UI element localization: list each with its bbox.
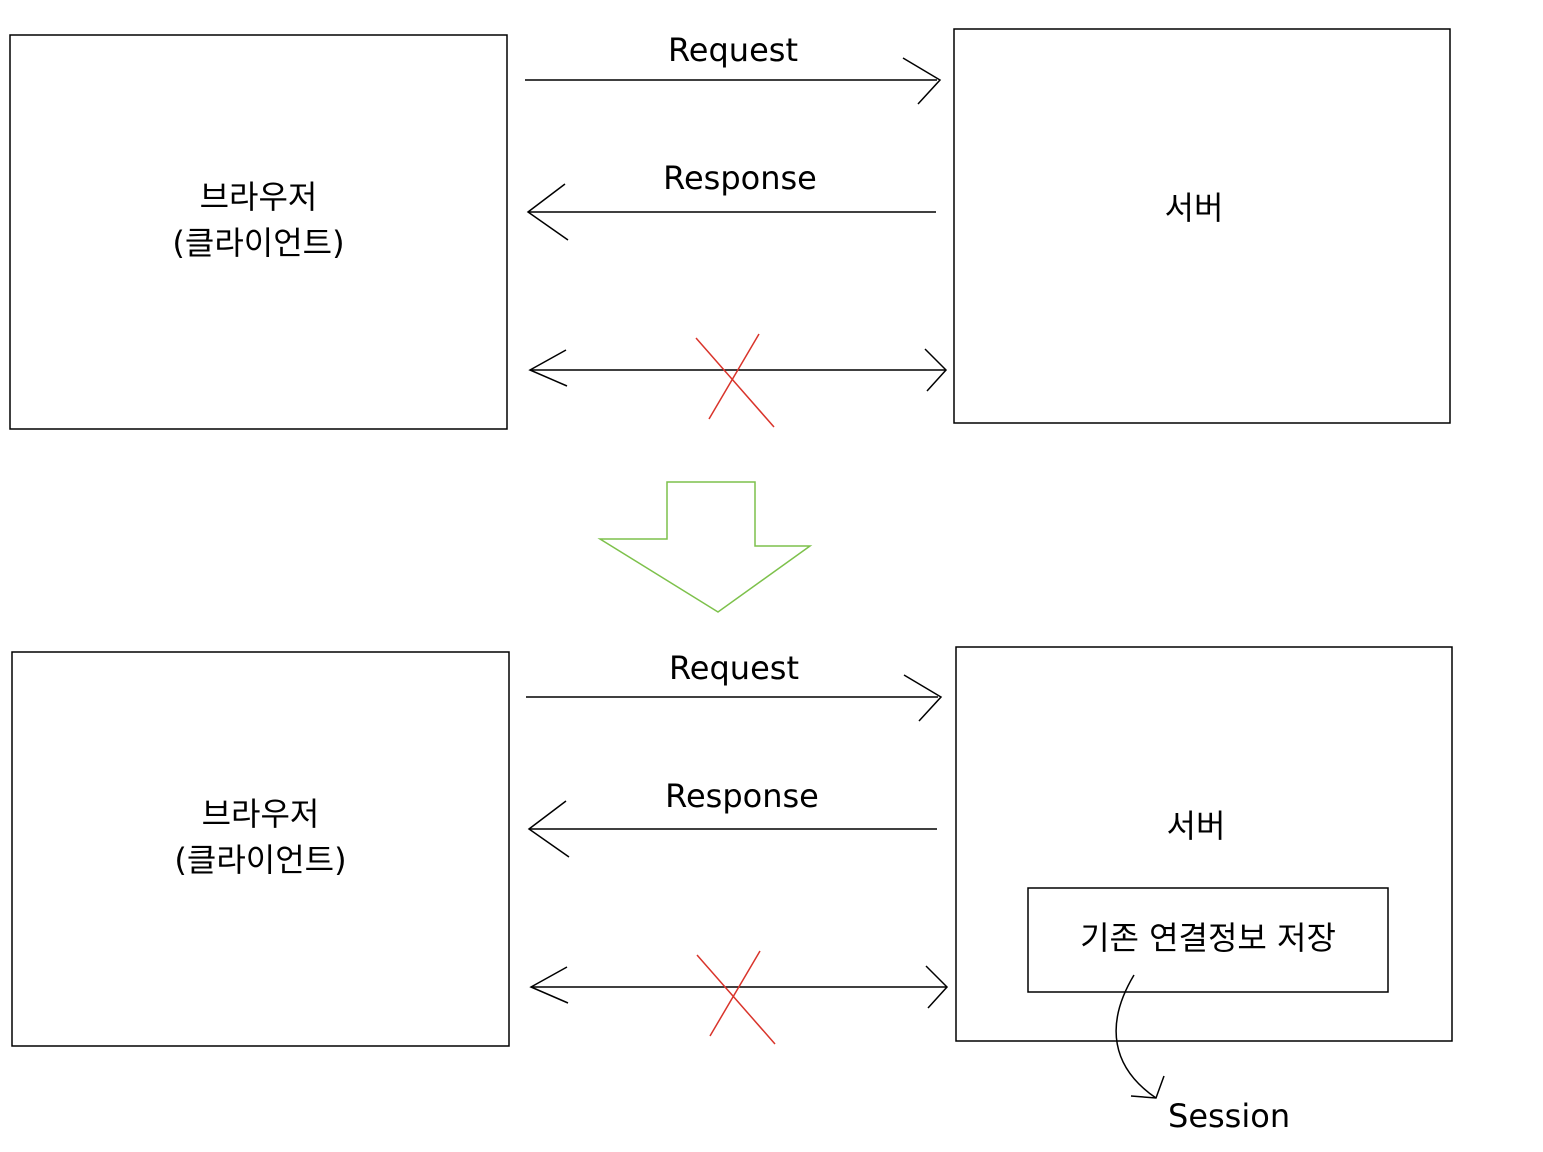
top-client-label-line1: 브라우저: [199, 178, 318, 216]
top-client-box: [9, 34, 508, 430]
top-response-arrow: [526, 183, 936, 241]
bottom-request-label: Request: [669, 649, 799, 687]
top-cross-mark-icon: [695, 333, 775, 428]
transition-down-arrow-icon: [597, 481, 813, 613]
top-response-label: Response: [663, 159, 817, 197]
bottom-client-label: 브라우저 (클라이언트): [12, 791, 509, 883]
top-server-label: 서버: [1164, 189, 1224, 227]
top-request-label: Request: [668, 31, 798, 69]
bottom-server-label: 서버: [1166, 807, 1226, 845]
bottom-response-label: Response: [665, 777, 819, 815]
top-client-label-line2: (클라이언트): [172, 224, 345, 262]
bottom-client-box: [11, 651, 510, 1047]
stored-connection-box: [1027, 887, 1389, 993]
top-server-box: [953, 28, 1451, 424]
top-client-label: 브라우저 (클라이언트): [10, 174, 507, 266]
bottom-server-box: [955, 646, 1453, 1042]
bottom-response-arrow: [527, 800, 937, 858]
session-pointer-curve: [1115, 974, 1165, 1099]
bottom-client-label-line2: (클라이언트): [174, 841, 347, 879]
bottom-client-label-line1: 브라우저: [201, 795, 320, 833]
stored-connection-label: 기존 연결정보 저장: [1080, 919, 1336, 957]
top-request-arrow: [525, 57, 942, 105]
bottom-cross-mark-icon: [696, 950, 776, 1045]
bottom-request-arrow: [526, 674, 943, 722]
session-label: Session: [1168, 1097, 1291, 1135]
